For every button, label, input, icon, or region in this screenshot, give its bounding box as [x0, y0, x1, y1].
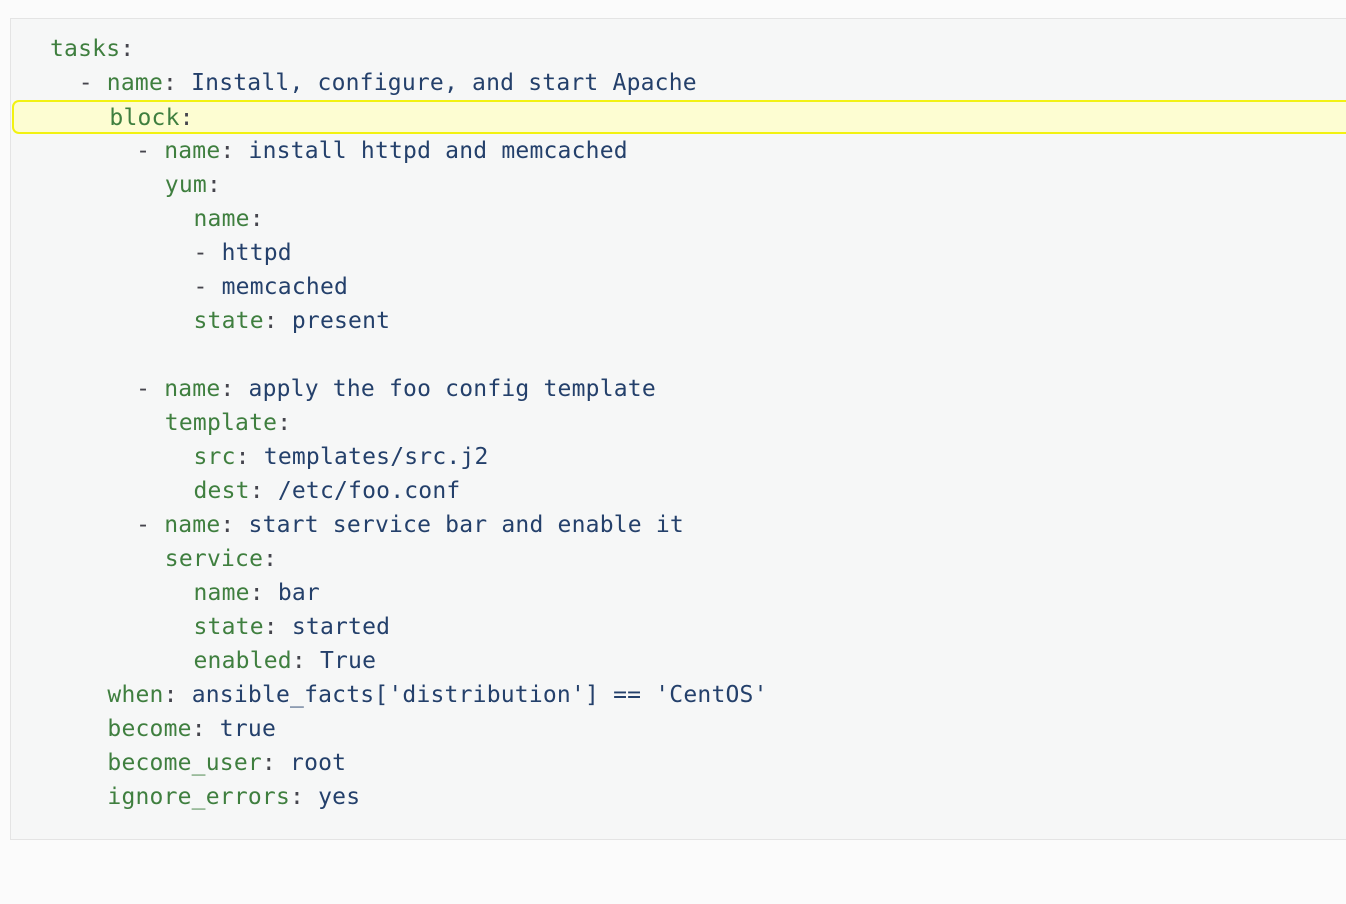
yaml-key: yum	[164, 172, 207, 198]
yaml-key: name	[106, 70, 163, 96]
code-line[interactable]: become: true	[11, 712, 1346, 746]
code-line[interactable]: - httpd	[11, 236, 1346, 270]
yaml-punctuation: :	[277, 410, 292, 436]
code-line[interactable]: name:	[11, 202, 1346, 236]
yaml-value: true	[219, 716, 276, 742]
code-line[interactable]: src: templates/src.j2	[11, 440, 1346, 474]
code-line[interactable]: - memcached	[11, 270, 1346, 304]
code-line[interactable]: tasks:	[11, 32, 1346, 66]
yaml-value: present	[291, 308, 391, 334]
yaml-value: yes	[318, 784, 361, 810]
yaml-value: started	[291, 614, 391, 640]
yaml-list-dash: -	[193, 274, 222, 300]
yaml-value: ansible_facts['distribution'] == 'CentOS…	[191, 682, 768, 708]
yaml-punctuation: :	[220, 376, 249, 402]
yaml-punctuation: :	[220, 138, 249, 164]
code-block[interactable]: tasks:- name: Install, configure, and st…	[10, 18, 1346, 840]
code-line[interactable]: - name: apply the foo config template	[11, 372, 1346, 406]
yaml-key: become_user	[107, 750, 262, 776]
yaml-punctuation: :	[235, 444, 264, 470]
yaml-key: ignore_errors	[107, 784, 291, 810]
yaml-key: when	[107, 682, 164, 708]
yaml-key: tasks	[50, 36, 121, 62]
code-line[interactable]: - name: Install, configure, and start Ap…	[11, 66, 1346, 100]
code-line[interactable]: yum:	[11, 168, 1346, 202]
yaml-list-dash: -	[136, 138, 165, 164]
yaml-value: memcached	[221, 274, 349, 300]
yaml-list-dash: -	[136, 512, 165, 538]
yaml-punctuation: :	[263, 308, 292, 334]
yaml-key: dest	[193, 478, 250, 504]
yaml-punctuation: :	[249, 206, 264, 232]
yaml-key: template	[164, 410, 278, 436]
yaml-punctuation: :	[220, 512, 249, 538]
code-line[interactable]: enabled: True	[11, 644, 1346, 678]
yaml-key: name	[164, 138, 221, 164]
yaml-punctuation: :	[206, 172, 222, 198]
yaml-punctuation: :	[163, 70, 192, 96]
yaml-key: service	[164, 546, 264, 572]
code-line[interactable]: - name: start service bar and enable it	[11, 508, 1346, 542]
code-blank-line[interactable]	[11, 338, 1346, 372]
yaml-punctuation: :	[120, 36, 135, 62]
yaml-value: root	[290, 750, 347, 776]
yaml-punctuation: :	[163, 682, 192, 708]
yaml-punctuation: :	[249, 478, 278, 504]
yaml-punctuation: :	[263, 546, 278, 572]
yaml-value: templates/src.j2	[263, 444, 489, 470]
yaml-key: state	[193, 308, 264, 334]
yaml-punctuation: :	[179, 105, 194, 131]
code-line[interactable]: service:	[11, 542, 1346, 576]
yaml-key: state	[193, 614, 264, 640]
yaml-punctuation: :	[291, 648, 320, 674]
code-line[interactable]: - name: install httpd and memcached	[11, 134, 1346, 168]
yaml-value: /etc/foo.conf	[277, 478, 461, 504]
code-line[interactable]: name: bar	[11, 576, 1346, 610]
yaml-value: start service bar and enable it	[248, 512, 684, 538]
yaml-list-dash: -	[193, 240, 222, 266]
yaml-value: Install, configure, and start Apache	[191, 70, 697, 96]
yaml-value: httpd	[221, 240, 292, 266]
code-line[interactable]: block:	[12, 100, 1346, 134]
yaml-punctuation: :	[290, 784, 319, 810]
yaml-value: install httpd and memcached	[248, 138, 628, 164]
yaml-key: name	[193, 206, 250, 232]
code-line[interactable]: state: present	[11, 304, 1346, 338]
code-line[interactable]: ignore_errors: yes	[11, 780, 1346, 814]
yaml-key: block	[109, 105, 180, 131]
yaml-list-dash: -	[78, 70, 107, 96]
yaml-value: True	[319, 648, 377, 674]
yaml-key: enabled	[193, 648, 292, 674]
yaml-list-dash: -	[136, 376, 165, 402]
yaml-key: name	[193, 580, 250, 606]
yaml-punctuation: :	[249, 580, 278, 606]
code-line[interactable]: dest: /etc/foo.conf	[11, 474, 1346, 508]
yaml-value: apply the foo config template	[248, 376, 656, 402]
code-lines[interactable]: tasks:- name: Install, configure, and st…	[11, 19, 1346, 814]
yaml-punctuation: :	[263, 614, 292, 640]
page-bottom-whitespace	[0, 841, 1346, 904]
code-line[interactable]: template:	[11, 406, 1346, 440]
yaml-punctuation: :	[261, 750, 291, 776]
yaml-key: name	[164, 376, 221, 402]
code-line[interactable]: become_user: root	[11, 746, 1346, 780]
yaml-key: src	[193, 444, 236, 470]
code-line[interactable]: when: ansible_facts['distribution'] == '…	[11, 678, 1346, 712]
yaml-key: become	[107, 716, 192, 742]
yaml-punctuation: :	[191, 716, 220, 742]
yaml-key: name	[164, 512, 221, 538]
code-line[interactable]: state: started	[11, 610, 1346, 644]
yaml-value: bar	[277, 580, 320, 606]
